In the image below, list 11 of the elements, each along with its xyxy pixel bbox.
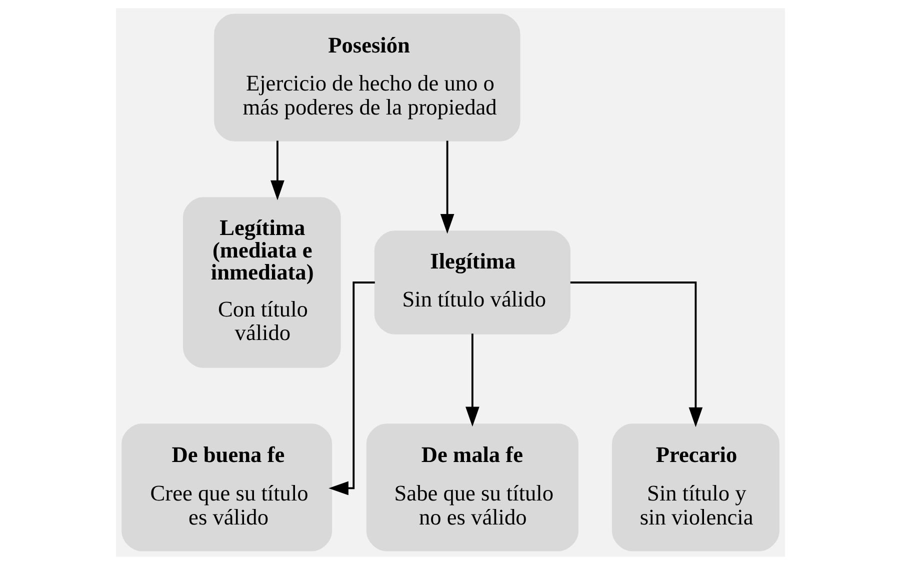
node-box: Legítima (mediata e inmediata) Con título válido bbox=[182, 197, 340, 368]
arrow bbox=[328, 282, 374, 496]
node-box: Ilegítima Sin título válido bbox=[374, 230, 570, 334]
arrow bbox=[465, 334, 479, 427]
node-box: De buena fe Cree que su título es válido bbox=[121, 424, 332, 552]
arrow bbox=[570, 282, 702, 428]
node-box: Precario Sin título y sin violencia bbox=[611, 424, 779, 552]
node-box: Posesión Ejercicio de hecho de uno o más poderes de la propiedad bbox=[214, 14, 520, 142]
node-box: De mala fe Sabe que su título no es válido bbox=[366, 424, 578, 552]
arrow bbox=[440, 140, 454, 234]
arrow bbox=[270, 140, 284, 200]
